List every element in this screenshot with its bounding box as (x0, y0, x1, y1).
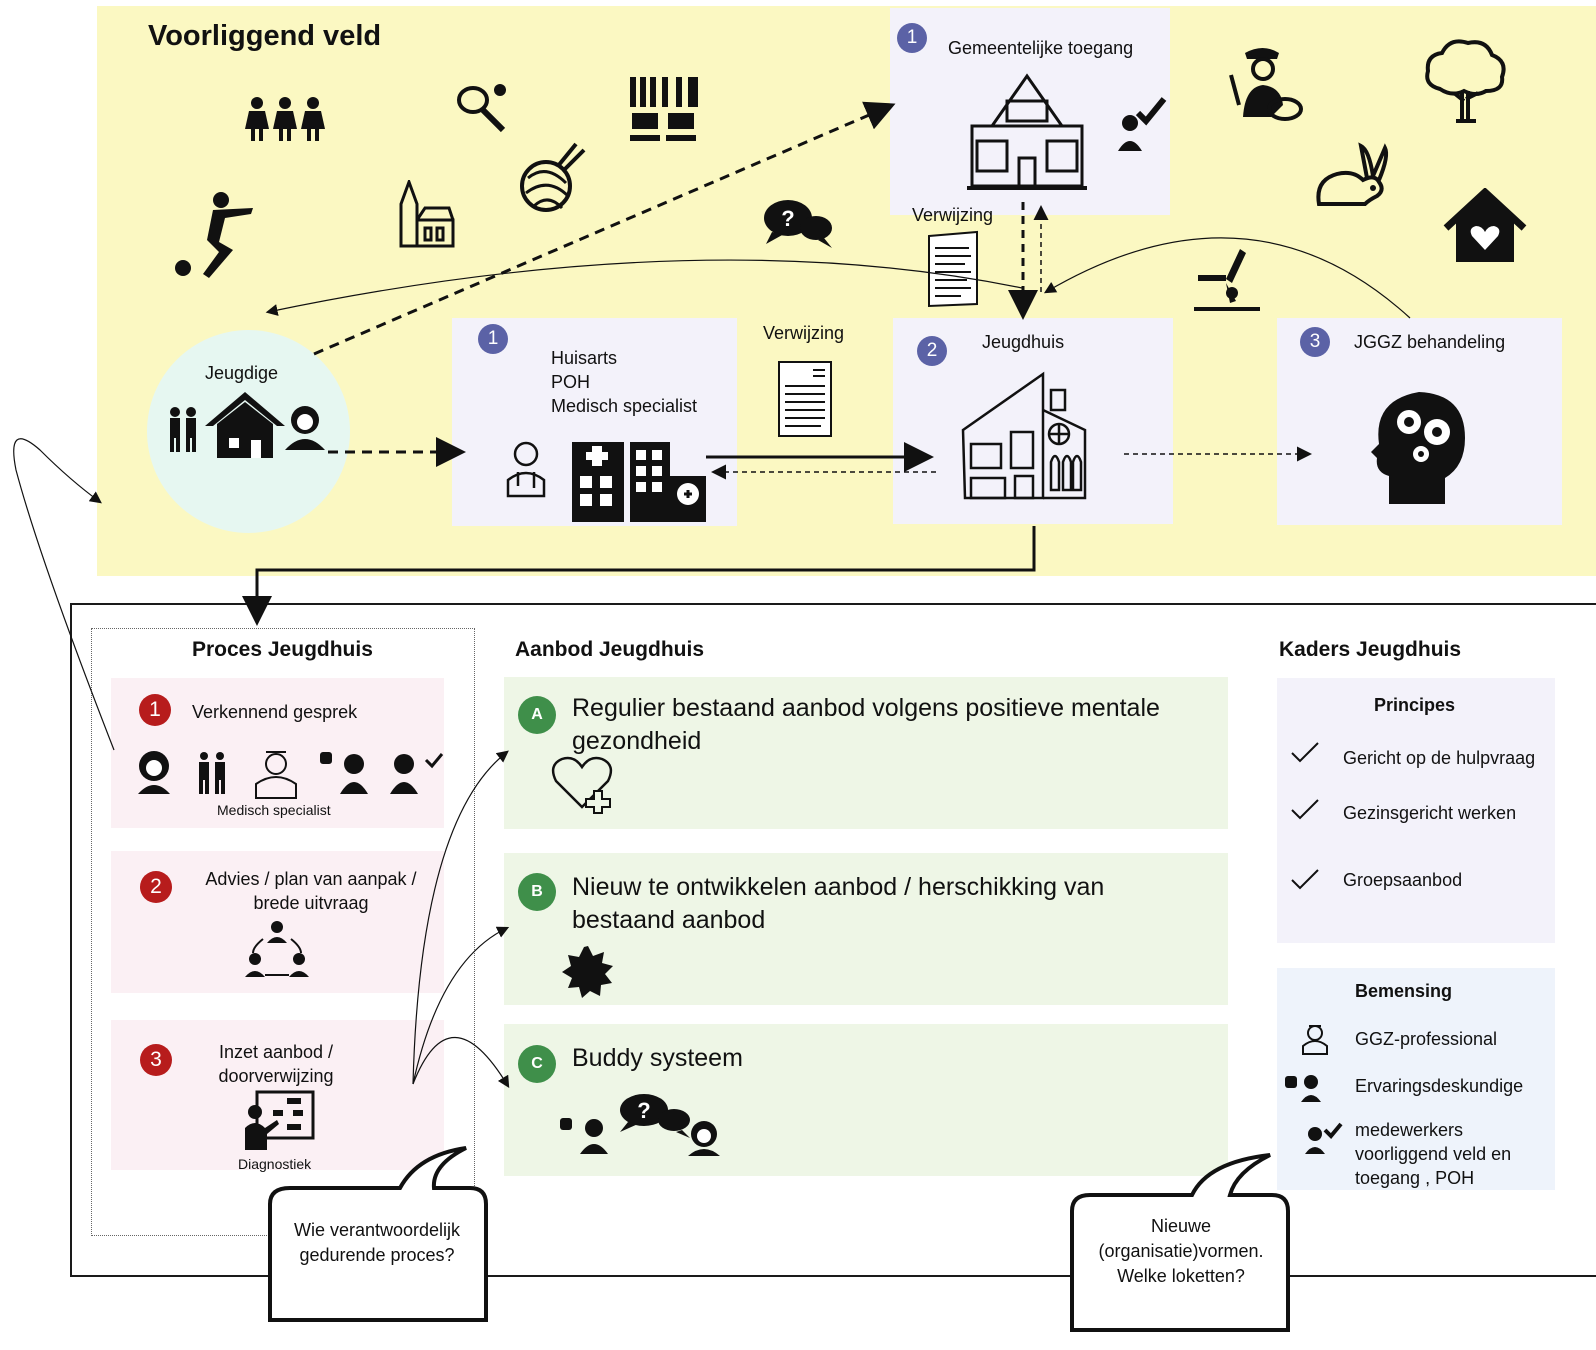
presentation-diagnostics-icon (245, 1090, 315, 1150)
star-burst-icon (562, 946, 613, 998)
jeugdige-label: Jeugdige (205, 363, 279, 383)
svg-text:?: ? (781, 206, 794, 231)
aanbod-c-badge: C (518, 1045, 556, 1083)
principes-item-2: Gezinsgericht werken (1343, 803, 1517, 823)
step-1-caption: Medisch specialist (217, 802, 331, 818)
bemensing-item-1: GGZ-professional (1355, 1029, 1498, 1049)
tennis-icon (457, 84, 506, 133)
svg-text:?: ? (637, 1098, 650, 1123)
head-gears-icon (1371, 392, 1465, 504)
gemeente-box: 1 Gemeentelijke toegang (890, 8, 1170, 215)
bubble-left-text: Wie verantwoordelijk gedurende proces? (293, 1220, 461, 1265)
step-3-badge: 3 (140, 1044, 172, 1076)
huisarts-line-2: POH (551, 372, 591, 392)
huisarts-line-1: Huisarts (551, 348, 618, 368)
step-3-caption: Diagnostiek (238, 1156, 312, 1172)
proces-step-2: 2 Advies / plan van aanpak / brede uitvr… (111, 851, 444, 993)
participants-icons (138, 751, 444, 799)
jeugdhuis-title: Jeugdhuis (982, 332, 1065, 352)
huisarts-box: 1 Huisarts POH Medisch specialist (452, 318, 737, 526)
aanbod-b-badge: B (518, 873, 556, 911)
hospital-icon (572, 442, 706, 522)
team-cycle-icon (245, 921, 309, 977)
check-icon-1 (1291, 742, 1319, 763)
referral-document-icon (928, 230, 978, 308)
gemeente-title: Gemeentelijke toegang (948, 38, 1134, 58)
jggz-box: 3 JGGZ behandeling (1277, 318, 1562, 525)
bemensing-box: Bemensing GGZ-professional Ervaringsdesk… (1277, 968, 1555, 1190)
jeugdhuis-detail-panel (70, 603, 1596, 1277)
step-2-title: Advies / plan van aanpak / brede uitvraa… (205, 869, 417, 913)
tree-icon (1425, 39, 1506, 123)
aanbod-a-badge: A (518, 696, 556, 734)
worker-check-icon (1118, 97, 1167, 151)
kaders-title: Kaders Jeugdhuis (1279, 638, 1462, 661)
principes-title: Principes (1374, 695, 1456, 715)
step-1-badge: 1 (139, 694, 171, 726)
step-2-badge: 2 (140, 871, 172, 903)
artist-icon (1229, 48, 1303, 121)
aanbod-item-a: A Regulier bestaand aanbod volgens posit… (504, 677, 1228, 829)
referral-document-icon-2 (778, 361, 832, 437)
doctor-icon (506, 441, 546, 498)
proces-title: Proces Jeugdhuis (192, 638, 373, 661)
bubble-right-text: Nieuwe (organisatie)vormen. Welke lokett… (1098, 1216, 1264, 1286)
aanbod-item-b: B Nieuw te ontwikkelen aanbod / herschik… (504, 853, 1228, 1005)
check-icon-2 (1291, 799, 1319, 820)
heart-plus-icon (551, 756, 613, 814)
jeugdhuis-badge: 2 (917, 336, 947, 366)
rabbit-icon (1316, 142, 1389, 206)
huisarts-badge: 1 (478, 324, 508, 354)
jggz-title: JGGZ behandeling (1354, 332, 1506, 352)
jeugdhuis-box: 2 Jeugdhuis (893, 318, 1173, 524)
gymnast-icon (1194, 249, 1260, 311)
aanbod-a-text: Regulier bestaand aanbod volgens positie… (572, 694, 1160, 755)
ervaringsdeskundige-icon (1285, 1075, 1321, 1102)
field-title: Voorliggend veld (148, 20, 382, 52)
bemensing-item-2: Ervaringsdeskundige (1355, 1076, 1524, 1096)
family-icon (245, 97, 325, 141)
buddy-icons: ? (560, 1094, 720, 1156)
check-icon-3 (1291, 869, 1319, 890)
bemensing-title: Bemensing (1355, 981, 1453, 1001)
bemensing-item-3: medewerkers voorliggend veld en toegang … (1355, 1120, 1512, 1188)
church-icon (399, 180, 455, 248)
principes-item-3: Groepsaanbod (1343, 870, 1463, 890)
football-player-icon (175, 192, 253, 278)
step-3-title: Inzet aanbod / doorverwijzing (218, 1042, 334, 1086)
verwijzing-top-label: Verwijzing (912, 205, 994, 225)
yarn-ball-icon (520, 142, 586, 212)
jeugdhuis-building-icon (961, 371, 1087, 500)
family-home-icon (170, 392, 325, 458)
library-computers-icon (630, 77, 698, 141)
principes-box: Principes Gericht op de hulpvraag Gezins… (1277, 678, 1555, 943)
gemeente-badge: 1 (897, 23, 927, 53)
proces-step-3: 3 Inzet aanbod / doorverwijzing Diagnost… (111, 1020, 444, 1172)
proces-step-1: 1 Verkennend gesprek Medisch specialist (111, 678, 444, 828)
aanbod-c-text: Buddy systeem (572, 1044, 743, 1072)
ggz-professional-icon (1302, 1025, 1328, 1055)
jggz-badge: 3 (1300, 327, 1330, 357)
huisarts-line-3: Medisch specialist (551, 396, 698, 416)
home-heart-icon (1443, 188, 1527, 262)
step-1-title: Verkennend gesprek (192, 702, 358, 722)
principes-item-1: Gericht op de hulpvraag (1343, 748, 1536, 768)
aanbod-b-text: Nieuw te ontwikkelen aanbod / herschikki… (572, 873, 1105, 934)
worker-check-icon-small (1305, 1122, 1343, 1154)
aanbod-title: Aanbod Jeugdhuis (515, 638, 704, 661)
verwijzing-mid-label: Verwijzing (763, 323, 845, 343)
question-chat-icon: ? (764, 200, 832, 248)
town-hall-icon (967, 73, 1087, 190)
aanbod-item-c: C Buddy systeem ? (504, 1024, 1228, 1176)
